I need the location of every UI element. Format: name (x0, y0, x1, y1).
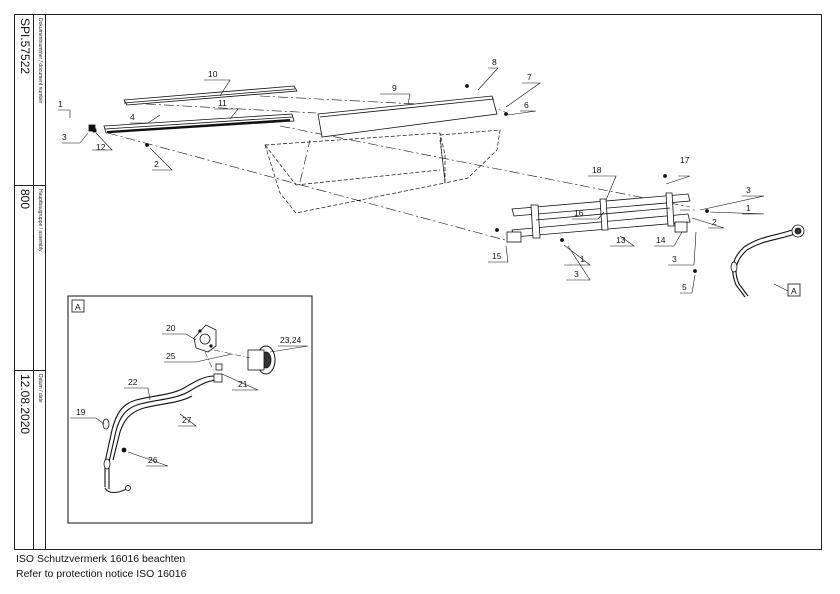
callout-3: 3 (746, 185, 751, 195)
callout-10: 10 (208, 69, 218, 79)
callout-17: 17 (680, 155, 690, 165)
callout-4: 4 (130, 112, 135, 122)
callout-1: 1 (580, 254, 585, 264)
fasteners (88, 84, 709, 273)
callout-7: 7 (527, 72, 532, 82)
hopper-outline (264, 129, 501, 214)
callout-18: 18 (592, 165, 602, 175)
drawing-frame: SPI.57522 Dokumentnummer / document numb… (14, 14, 822, 550)
callout-14: 14 (656, 235, 666, 245)
callout-25: 25 (166, 351, 176, 361)
protection-notice-en: Refer to protection notice ISO 16016 (16, 568, 187, 580)
callout-12: 12 (96, 142, 106, 152)
callout-15: 15 (492, 251, 502, 261)
callout-9: 9 (392, 83, 397, 93)
detail-view-a (67, 283, 801, 524)
callout-3: 3 (62, 132, 67, 142)
callout-1: 1 (746, 203, 751, 213)
callout-2: 2 (712, 217, 717, 227)
callout-13: 13 (616, 235, 626, 245)
right-hose-assembly (730, 224, 805, 298)
callout-3: 3 (672, 254, 677, 264)
callout-21: 21 (238, 379, 248, 389)
detail-label-a: A (75, 302, 81, 312)
callout-16: 16 (574, 208, 584, 218)
callout-22: 22 (128, 377, 138, 387)
part-4-11-rails (103, 113, 295, 134)
callout-8: 8 (492, 57, 497, 67)
part-9-plate (317, 95, 498, 138)
callout-3: 3 (574, 269, 579, 279)
callout-23-24: 23,24 (280, 335, 302, 345)
callout-5: 5 (682, 282, 687, 292)
main-group-cell: 800 Hauptbaugruppe / assembly (15, 186, 45, 371)
callout-11: 11 (218, 98, 227, 108)
callout-20: 20 (166, 323, 176, 333)
callout-1: 1 (58, 99, 63, 109)
callout-6: 6 (524, 100, 529, 110)
document-number-cell: SPI.57522 Dokumentnummer / document numb… (15, 15, 45, 186)
part-18-frame (506, 192, 691, 243)
callout-2: 2 (154, 159, 159, 169)
callout-27: 27 (182, 415, 192, 425)
part-10-rail (123, 85, 298, 106)
protection-notice-de: ISO Schutzvermerk 16016 beachten (16, 553, 186, 565)
view-ref-a: A (791, 286, 797, 296)
callout-19: 19 (76, 407, 86, 417)
title-block-divider (33, 15, 34, 549)
callout-labels: 1 2 3 12 2 4 10 11 9 8 7 6 18 16 13 17 1… (58, 57, 797, 465)
leader-lines (58, 67, 789, 294)
title-block: SPI.57522 Dokumentnummer / document numb… (15, 15, 46, 549)
callout-26: 26 (148, 455, 158, 465)
